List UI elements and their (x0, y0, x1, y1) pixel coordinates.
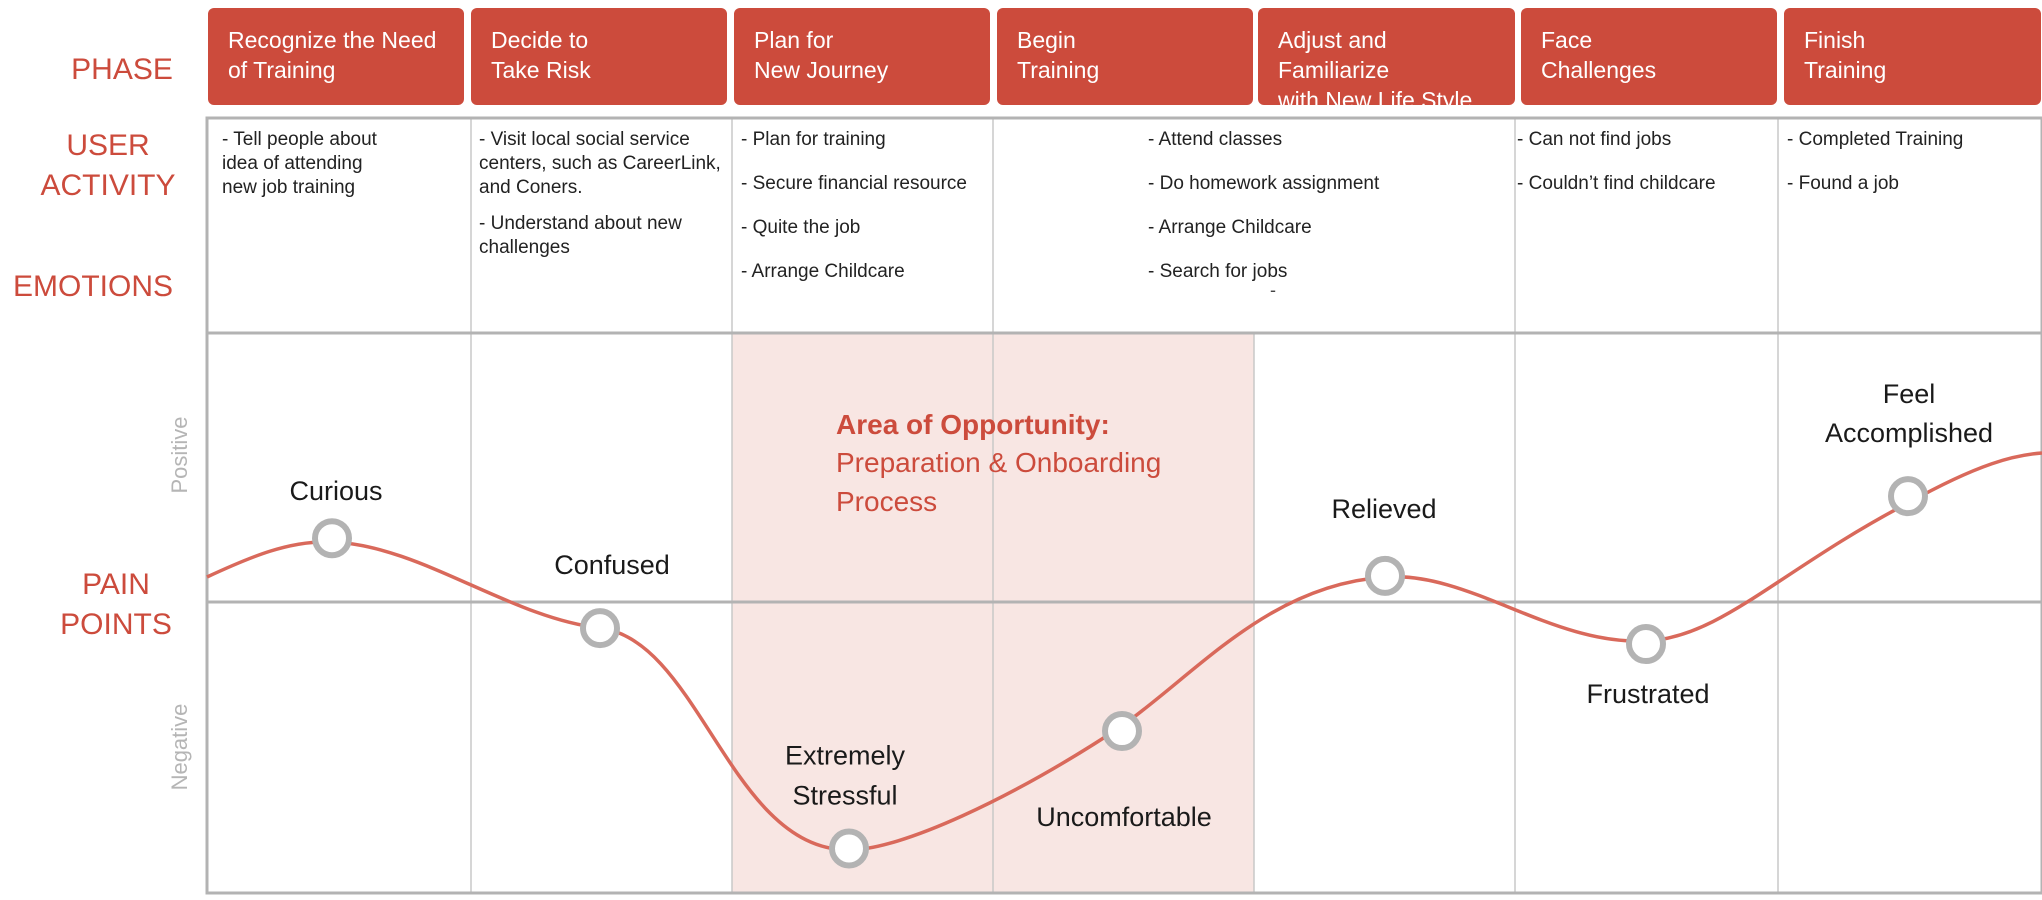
activity-column-recognize: - Tell people about idea of attending ne… (222, 128, 462, 219)
activity-item: - Do homework assignment (1148, 173, 1380, 194)
emotions-row-label: EMOTIONS (12, 270, 173, 303)
phase-box-face-challenges: Face Challenges (1521, 8, 1777, 105)
phase-box-plan-journey: Plan for New Journey (734, 8, 990, 105)
emotion-point (1888, 476, 1928, 517)
emotion-label: Frustrated (1586, 679, 1709, 709)
phase-box-adjust-familiarize: Adjust and Familiarize with New Life Sty… (1258, 8, 1515, 113)
pain-points-label-line1: PAIN (82, 568, 150, 601)
stray-dash-mark: - (1270, 280, 1276, 300)
phase-box-begin-training: Begin Training (997, 8, 1253, 105)
activity-item: - Couldn’t find childcare (1517, 173, 1716, 194)
emotion-label: Extremely (785, 741, 906, 771)
activity-column-challenges: - Can not find jobs - Couldn’t find chil… (1517, 128, 1767, 216)
emotion-point (1102, 711, 1142, 752)
user-activity-row-label: USER ACTIVITY (26, 126, 190, 206)
phase-row-label: PHASE (71, 53, 173, 86)
activity-item: - Tell people about idea of attending ne… (222, 129, 377, 198)
opportunity-subtitle-line2: Process (836, 486, 937, 517)
activity-item: - Attend classes (1148, 129, 1283, 150)
activity-item: - Found a job (1787, 173, 1899, 194)
emotion-point (1626, 624, 1666, 665)
activity-item: - Can not find jobs (1517, 129, 1672, 150)
activity-item: - Quite the job (741, 217, 861, 238)
activity-item: - Completed Training (1787, 129, 1964, 150)
emotion-points: CuriousConfusedExtremelyStressfulUncomfo… (289, 379, 1993, 869)
positive-axis-label: Positive (167, 416, 192, 494)
activity-item: - Search for jobs (1148, 261, 1288, 282)
pain-points-label-line2: POINTS (60, 608, 172, 641)
activity-item: - Arrange Childcare (1148, 217, 1312, 238)
opportunity-title: Area of Opportunity: (836, 409, 1110, 440)
emotion-label: Confused (554, 550, 670, 580)
activity-column-decide: - Visit local social service centers, su… (479, 128, 729, 279)
emotion-label: Relieved (1331, 494, 1436, 524)
emotion-point (580, 608, 620, 649)
activity-item: - Visit local social service centers, su… (479, 129, 721, 198)
emotion-label: Stressful (792, 781, 897, 811)
emotion-point (1365, 555, 1405, 596)
activity-item: - Arrange Childcare (741, 261, 905, 282)
phase-box-decide-risk: Decide to Take Risk (471, 8, 727, 105)
activity-item: - Secure financial resource (741, 173, 967, 194)
phase-box-recognize-need: Recognize the Need of Training (208, 8, 464, 105)
activity-column-begin-adjust: - Attend classes - Do homework assignmen… (1148, 128, 1408, 304)
emotion-point (312, 518, 352, 559)
emotion-label: Uncomfortable (1036, 802, 1212, 832)
emotion-label: Accomplished (1825, 418, 1993, 448)
emotion-section-border (205, 331, 2042, 895)
user-activity-label-line1: USER (66, 129, 150, 162)
negative-axis-label: Negative (167, 703, 192, 791)
emotion-label: Curious (289, 476, 382, 506)
activity-column-finish: - Completed Training - Found a job (1787, 128, 2037, 216)
phase-box-finish-training: Finish Training (1784, 8, 2041, 105)
activity-item: - Plan for training (741, 129, 886, 150)
pain-points-row-label: PAIN POINTS (46, 565, 186, 645)
opportunity-subtitle-line1: Preparation & Onboarding (836, 447, 1161, 478)
emotion-point (829, 828, 869, 869)
emotion-label: Feel (1883, 379, 1936, 409)
activity-item: - Understand about new challenges (479, 213, 682, 258)
user-activity-label-line2: ACTIVITY (40, 169, 176, 202)
activity-column-plan: - Plan for training - Secure financial r… (741, 128, 981, 304)
